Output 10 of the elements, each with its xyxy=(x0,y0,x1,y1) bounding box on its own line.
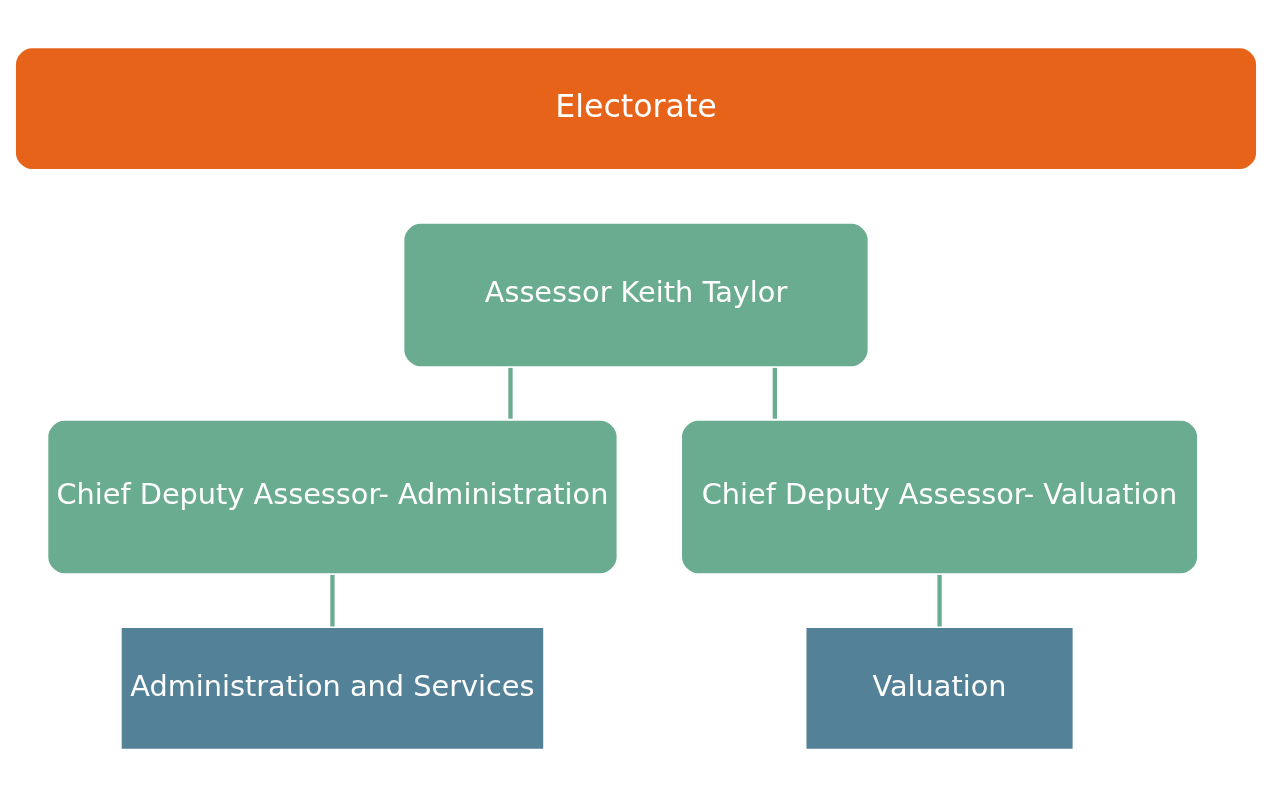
node-box: Valuation xyxy=(803,625,1076,752)
connector xyxy=(937,574,942,627)
connector xyxy=(330,574,335,627)
node-box: Electorate xyxy=(13,45,1259,172)
connector xyxy=(508,367,513,419)
node-box: Chief Deputy Assessor- Administration xyxy=(45,417,620,577)
node-box: Assessor Keith Taylor xyxy=(401,220,871,369)
connector xyxy=(772,367,777,419)
node-box: Administration and Services xyxy=(118,625,547,752)
node-box: Chief Deputy Assessor- Valuation xyxy=(679,417,1200,577)
